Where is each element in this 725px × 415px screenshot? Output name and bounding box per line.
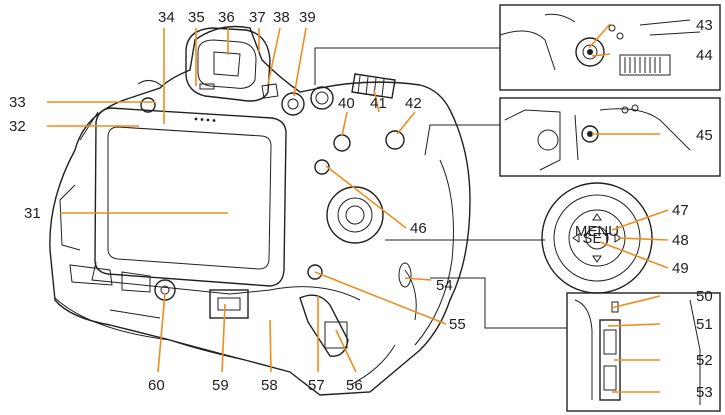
callout-37: 37 <box>249 9 266 26</box>
callout-labels: 33 32 34 35 36 37 38 39 40 41 42 31 46 5… <box>9 9 713 401</box>
callout-49: 49 <box>672 260 689 277</box>
callout-51: 51 <box>696 316 713 333</box>
callout-41: 41 <box>370 95 387 112</box>
callout-47: 47 <box>672 202 689 219</box>
inset-connectors <box>314 47 567 329</box>
callout-39: 39 <box>299 9 316 26</box>
leader-lines <box>47 23 669 393</box>
callout-60: 60 <box>148 377 165 394</box>
callout-56: 56 <box>346 377 363 394</box>
callout-52: 52 <box>696 352 713 369</box>
callout-54: 54 <box>436 277 453 294</box>
callout-58: 58 <box>261 377 278 394</box>
callout-40: 40 <box>338 95 355 112</box>
callout-53: 53 <box>696 384 713 401</box>
inset-side-port <box>499 97 721 177</box>
callout-36: 36 <box>218 9 235 26</box>
callout-31: 31 <box>24 205 41 222</box>
lcd-monitor <box>91 107 287 295</box>
dial-center-label: MENU <box>575 223 619 240</box>
viewfinder-eyecup <box>185 27 279 102</box>
callout-57: 57 <box>308 377 325 394</box>
callout-38: 38 <box>273 9 290 26</box>
bottom-details <box>69 264 361 357</box>
callout-44: 44 <box>696 47 713 64</box>
callout-46: 46 <box>410 220 427 237</box>
callout-45: 45 <box>696 127 713 144</box>
callout-59: 59 <box>212 377 229 394</box>
rear-buttons <box>137 73 417 321</box>
callout-33: 33 <box>9 94 26 111</box>
callout-50: 50 <box>696 288 713 305</box>
callout-43: 43 <box>696 17 713 34</box>
callout-35: 35 <box>188 9 205 26</box>
svg-text:SET: SET <box>582 230 611 247</box>
camera-body <box>49 25 471 396</box>
callout-55: 55 <box>449 316 466 333</box>
callout-48: 48 <box>672 232 689 249</box>
callout-32: 32 <box>9 118 26 135</box>
dial-detail: MENU SET <box>541 182 653 294</box>
inset-top-detail <box>499 4 721 91</box>
callout-34: 34 <box>158 9 175 26</box>
callout-42: 42 <box>405 95 422 112</box>
